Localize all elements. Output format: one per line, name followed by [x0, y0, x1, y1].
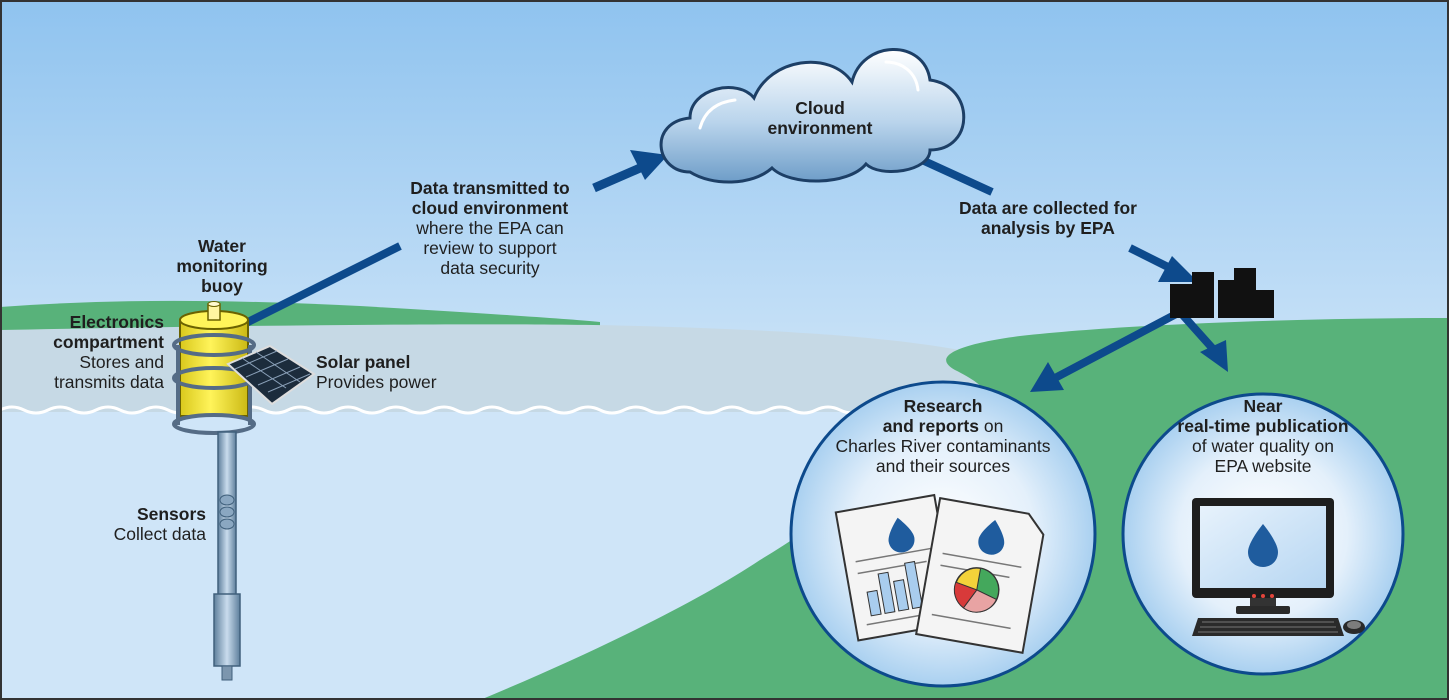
publication-label-line4: EPA website [1214, 456, 1312, 476]
transmit-label-line5: data security [440, 258, 540, 278]
sensors-label-bold: Sensors [136, 504, 206, 524]
buoy-label: Water monitoring buoy [152, 236, 292, 296]
transmit-line [238, 242, 402, 330]
epa-building-icon [1170, 268, 1274, 318]
collected-label-line2: analysis by EPA [981, 218, 1115, 238]
water-surface [0, 405, 865, 415]
transmit-label-bold1: Data transmitted to [410, 178, 570, 198]
transmit-label-line3: where the EPA can [416, 218, 564, 238]
cloud-out-line [920, 156, 994, 196]
research-label-line3: Charles River contaminants [835, 436, 1051, 456]
sensors-label: Sensors Collect data [60, 504, 206, 544]
research-label-bold1: Research [903, 396, 983, 416]
research-label: Research and reports on Charles River co… [803, 396, 1083, 476]
cloud-label-line1: Cloud [795, 98, 845, 118]
arrow-to-research [1030, 308, 1182, 392]
arrow-to-publication [1177, 309, 1228, 372]
publication-label-line3: of water quality on [1191, 436, 1335, 456]
desktop-computer-icon [1192, 498, 1365, 636]
publication-label: Near real-time publication of water qual… [1133, 396, 1393, 476]
cloud-label-line2: environment [767, 118, 873, 138]
solar-label: Solar panel Provides power [316, 352, 476, 392]
buoy-label-line1: Water [198, 236, 246, 256]
cloud-label: Cloud environment [720, 98, 920, 138]
transmit-label: Data transmitted to cloud environment wh… [380, 178, 600, 278]
buoy-label-line2: monitoring [176, 256, 268, 276]
solar-panel-icon [226, 344, 316, 406]
electronics-label-bold2: compartment [53, 332, 164, 352]
collected-label: Data are collected for analysis by EPA [928, 198, 1168, 238]
buoy-icon [172, 301, 316, 681]
solar-label-desc: Provides power [316, 372, 437, 392]
research-label-after-bold: on [978, 416, 1004, 436]
transmit-label-bold2: cloud environment [411, 198, 569, 218]
collected-label-line1: Data are collected for [959, 198, 1137, 218]
publication-label-bold2: real-time publication [1177, 416, 1349, 436]
transmit-label-line4: review to support [423, 238, 557, 258]
arrow-to-cloud [592, 150, 668, 193]
arrow-to-epa [1128, 244, 1198, 282]
electronics-label-bold1: Electronics [69, 312, 164, 332]
buoy-label-line3: buoy [201, 276, 243, 296]
research-label-bold2: and reports [882, 416, 979, 436]
report-documents-icon [834, 493, 1045, 654]
cloud-icon [659, 48, 966, 184]
publication-label-bold1: Near [1243, 396, 1283, 416]
solar-label-bold: Solar panel [316, 352, 411, 372]
electronics-label: Electronics compartment Stores and trans… [8, 312, 164, 392]
electronics-label-line3: Stores and [79, 352, 164, 372]
sensors-label-desc: Collect data [113, 524, 206, 544]
research-label-line4: and their sources [875, 456, 1011, 476]
electronics-label-line4: transmits data [54, 372, 164, 392]
